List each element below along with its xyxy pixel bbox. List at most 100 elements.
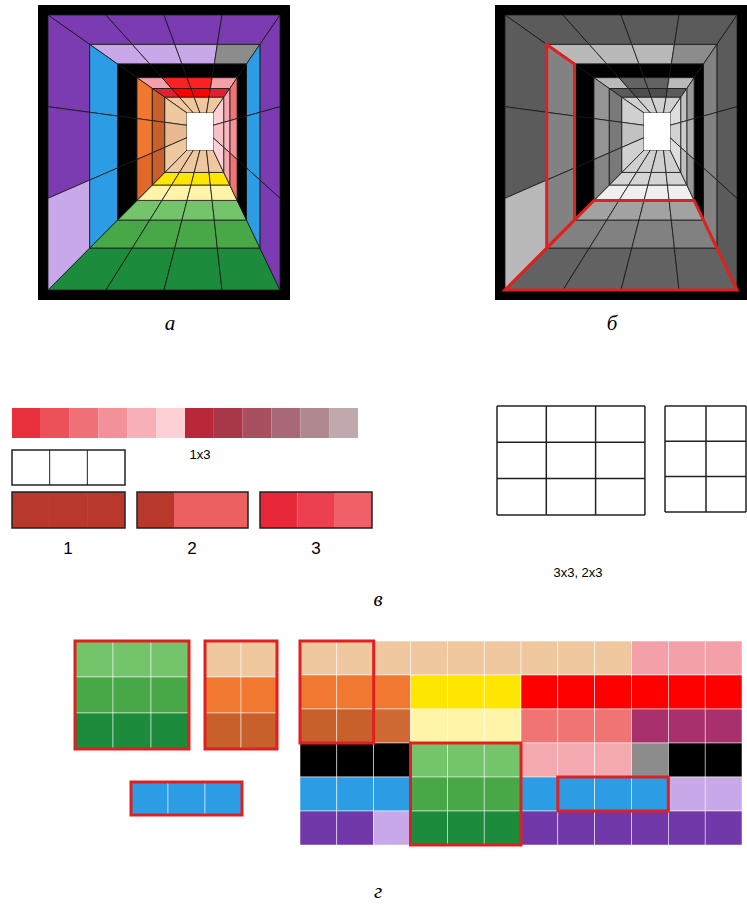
corridor-tile: [182, 64, 214, 78]
tile: [75, 677, 113, 713]
tile: [595, 709, 632, 743]
color-swatch: [41, 408, 70, 438]
cell-divider: [49, 492, 50, 528]
tile: [241, 713, 277, 749]
tile: [521, 675, 558, 709]
cell: [260, 492, 297, 528]
corridor-tile: [118, 116, 138, 168]
color-swatch: [156, 408, 185, 438]
color-swatch: [243, 408, 272, 438]
cell-divider: [49, 450, 50, 485]
corridor-tile: [681, 147, 687, 185]
tile: [484, 709, 521, 743]
highlight-outline: [300, 641, 374, 743]
corridor-tile: [150, 64, 187, 78]
tile: [705, 641, 742, 675]
panel-letter: г: [374, 880, 382, 903]
tile: [705, 777, 742, 811]
grid-line: [497, 405, 645, 407]
tile: [705, 675, 742, 709]
corridor-tile: [632, 220, 675, 248]
tile: [632, 675, 669, 709]
corridor-tile: [237, 116, 246, 168]
cell: [12, 450, 50, 485]
corridor-tile: [575, 116, 595, 168]
highlight-outline: [505, 200, 737, 290]
corridor-tile: [187, 78, 212, 89]
corridor-tile: [622, 138, 644, 173]
corridor-tile: [594, 119, 609, 160]
corridor-tile: [644, 185, 669, 200]
corridor-tile: [213, 138, 224, 173]
corridor-tile: [589, 44, 639, 64]
tile: [595, 641, 632, 675]
cell-frame: [137, 492, 248, 528]
cell-divider: [334, 492, 335, 528]
corridor-tile: [152, 147, 165, 185]
frame: [495, 5, 747, 300]
cell: [335, 492, 372, 528]
tile: [374, 777, 411, 811]
tile: [151, 713, 189, 749]
tile: [300, 641, 337, 675]
corridor-tile: [505, 180, 547, 290]
panel-letter: в: [373, 588, 382, 611]
corridor-tile: [609, 147, 622, 185]
tile: [668, 777, 705, 811]
corridor-tile: [648, 172, 667, 185]
corridor-tile: [619, 185, 648, 200]
cell-frame: [12, 450, 125, 485]
frame: [38, 5, 290, 300]
corridor-tile: [247, 168, 260, 248]
tile: [595, 675, 632, 709]
corridor-tile: [619, 78, 648, 89]
color-swatch: [127, 408, 156, 438]
corridor-tile: [563, 15, 632, 44]
tile: [447, 641, 484, 675]
corridor-tile: [150, 200, 187, 220]
cell: [174, 492, 248, 528]
corridor-tile: [247, 44, 260, 116]
tile: [595, 743, 632, 777]
corridor-tile: [175, 44, 218, 64]
tile: [558, 777, 595, 811]
tile: [484, 641, 521, 675]
tile: [411, 811, 448, 845]
tile: [558, 709, 595, 743]
corridor-tile: [704, 44, 717, 116]
corridor-tile: [621, 248, 679, 290]
tile: [337, 641, 374, 675]
color-swatch: [329, 408, 358, 438]
cell: [137, 492, 174, 528]
color-swatch: [70, 408, 99, 438]
grid-line: [664, 406, 666, 512]
corridor-tile: [260, 15, 280, 112]
corridor-tile: [607, 200, 644, 220]
tile: [411, 675, 448, 709]
corridor-tile: [237, 64, 246, 119]
tile: [300, 743, 337, 777]
tile: [484, 743, 521, 777]
corridor-tile: [106, 248, 175, 290]
tile: [374, 743, 411, 777]
cell-divider: [87, 492, 88, 528]
cell-frame: [12, 492, 125, 528]
corridor-tile: [505, 15, 547, 112]
tile: [668, 641, 705, 675]
corridor-tile: [172, 89, 195, 98]
tile: [447, 709, 484, 743]
tile: [241, 641, 277, 677]
tile: [374, 709, 411, 743]
size-label: 1x3: [190, 448, 211, 462]
cell: [297, 492, 334, 528]
tile: [668, 743, 705, 777]
corridor-tile: [594, 153, 609, 201]
tile: [558, 675, 595, 709]
color-swatch: [99, 408, 128, 438]
tile: [411, 641, 448, 675]
cell: [87, 492, 125, 528]
corridor-tile: [621, 15, 679, 44]
corridor-tile: [191, 172, 210, 185]
callout-number: 3: [311, 540, 320, 559]
corridor-tile: [609, 89, 622, 123]
